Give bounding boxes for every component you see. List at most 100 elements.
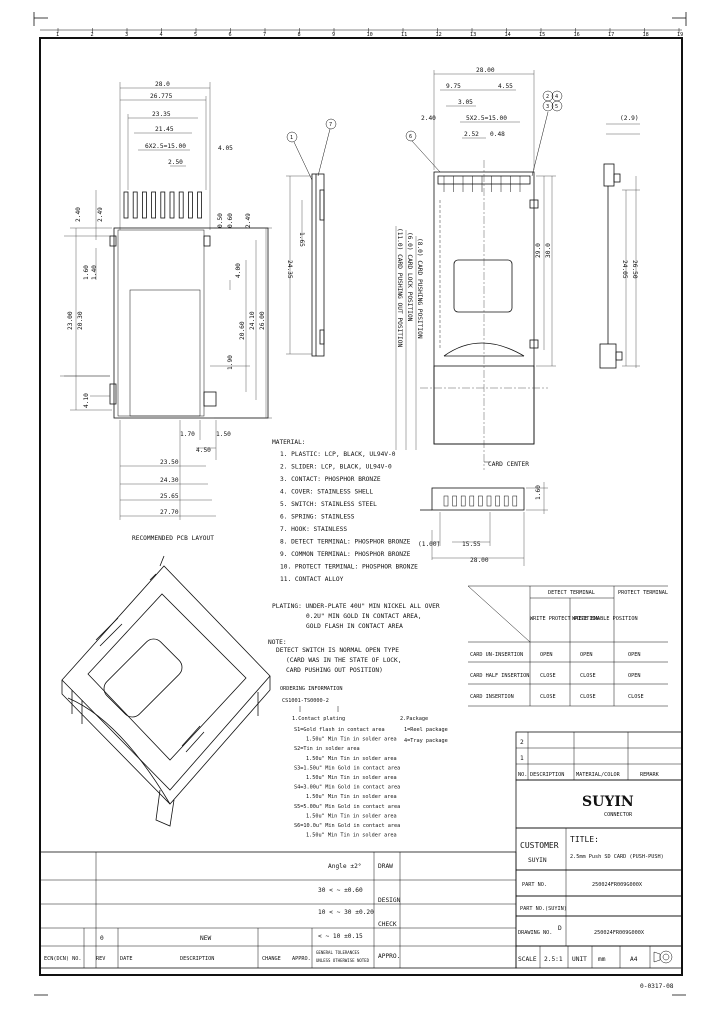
balloon-5: 5 <box>555 104 558 110</box>
pcb-right-2060: 20.60 <box>239 321 246 340</box>
table-cell: CLOSE <box>540 694 556 700</box>
ecn-rev: REV <box>96 956 105 962</box>
top-dim-305: 3.05 <box>458 99 473 106</box>
material-notes: MATERIAL: 1. PLASTIC: LCP, BLACK, UL94V-… <box>268 439 448 839</box>
balloon-1: 1 <box>290 135 293 141</box>
right-dim-2650: 26.50 <box>631 260 638 279</box>
ruler-number: 8 <box>298 32 301 38</box>
pcb-left-249: 2.49 <box>97 207 104 222</box>
material-item: 6. SPRING: STAINLESS <box>280 514 355 521</box>
ruler-number: 3 <box>125 32 128 38</box>
side-dim-165: 1.65 <box>298 232 305 247</box>
ruler-number: 1 <box>56 32 59 38</box>
rev-number-2: 2 <box>520 739 524 746</box>
plating-line-1: PLATING: UNDER-PLATE 40U" MIN NICKEL ALL… <box>272 603 440 610</box>
pcb-dim-405: 4.05 <box>218 145 233 152</box>
ruler-number: 5 <box>194 32 197 38</box>
table-row-label: CARD UN-INSERTION <box>470 652 523 658</box>
material-item: 11. CONTACT ALLOY <box>280 576 344 583</box>
material-item: 3. CONTACT: PHOSPHOR BRONZE <box>280 476 381 483</box>
ruler-number: 18 <box>643 32 649 38</box>
material-item: 7. HOOK: STAINLESS <box>280 526 347 533</box>
pcb-right-2410: 24.10 <box>249 311 256 330</box>
contact-plating-line: S4=3.00u" Min Gold in contact area <box>294 785 400 791</box>
drawing-no-frac: D <box>558 925 562 932</box>
front-dim-160: 1.60 <box>535 485 542 500</box>
pcb-layout-title: RECOMMENDED PCB LAYOUT <box>132 535 214 542</box>
note-line-3: CARD PUSHING OUT POSITION) <box>286 667 383 674</box>
pcb-pad-row <box>123 191 203 219</box>
ruler-number: 19 <box>677 32 683 38</box>
drawing-no-value: 250024FR009G000X <box>594 930 645 936</box>
table-cell: OPEN <box>628 673 641 679</box>
pcb-left-160: 1.60 <box>83 265 90 280</box>
ordering-title: ORDERING INFORMATION <box>280 686 342 692</box>
top-dim-048: 0.48 <box>490 131 505 138</box>
footer-code: 0-0317-08 <box>640 983 674 990</box>
table-sub-write-enable: WRITE ENABLE POSITION <box>572 616 638 622</box>
ordering-code: CS1001-TS0000-2 <box>282 698 329 704</box>
balloon-2: 2 <box>546 94 549 100</box>
company-logo: SUYIN <box>582 794 634 810</box>
rev-header-material: MATERIAL/COLOR <box>576 772 621 778</box>
rev-row-desc: NEW <box>200 935 211 942</box>
table-cell: CLOSE <box>628 694 644 700</box>
customer-label: CUSTOMER <box>520 841 559 850</box>
right-dim-29: (2.9) <box>620 115 639 122</box>
ruler-number: 17 <box>608 32 614 38</box>
balloon-6: 6 <box>409 134 412 140</box>
pcb-right-249: 2.49 <box>245 213 252 228</box>
pcb-dim-2335: 23.35 <box>152 111 171 118</box>
top-dim-240: 2.40 <box>421 115 436 122</box>
top-dim-290: 29.0 <box>535 243 542 258</box>
ruler-number: 12 <box>436 32 442 38</box>
material-title: MATERIAL: <box>272 439 306 446</box>
pcb-dim-250: 2.50 <box>168 159 183 166</box>
pcb-bottom-170: 1.70 <box>180 431 195 438</box>
pcb-dim-26775: 26.775 <box>150 93 173 100</box>
pcb-right-050: 0.50 <box>217 213 224 228</box>
contact-plating-line: S2=Tin in solder area <box>294 746 360 752</box>
tolerance-2: 10 < ~ 30 ±0.20 <box>318 909 374 916</box>
ruler-number: 2 <box>91 32 94 38</box>
table-header-protect: PROTECT TERMINAL <box>618 590 668 596</box>
material-item: 10. PROTECT TERMINAL: PHOSPHOR BRONZE <box>280 564 418 571</box>
pcb-bottom-2770: 27.70 <box>160 509 179 516</box>
table-cell: CLOSE <box>540 673 556 679</box>
front-dim-1555: 15.55 <box>462 541 481 548</box>
front-view: 1.60 (1.00) 15.55 28.00 <box>418 482 548 566</box>
contact-plating-line: 1.50u" Min Tin in solder area <box>306 794 397 800</box>
ecn-date: DATE <box>120 956 133 962</box>
position-pushing: (8.0) CARD PUSHING POSITION <box>416 238 423 339</box>
part-no-value: 250024FR009G000X <box>592 882 643 888</box>
ecn-change: CHANGE <box>262 956 281 962</box>
ecn-appro: APPRO. <box>292 956 311 962</box>
ruler-number: 6 <box>229 32 232 38</box>
balloon-3: 3 <box>546 104 549 110</box>
table-cell: CLOSE <box>580 673 596 679</box>
position-pushing-out: (11.0) CARD PUSHING OUT POSITION <box>396 228 403 347</box>
note-line-2: (CARD WAS IN THE STATE OF LOCK, <box>286 657 401 664</box>
ruler-number: 11 <box>401 32 407 38</box>
position-lock: (6.0) CARD LOCK POSITION <box>406 232 413 322</box>
top-dim-2800: 28.00 <box>476 67 495 74</box>
ruler-number: 14 <box>505 32 511 38</box>
front-pin-row <box>443 495 518 507</box>
size-value: A4 <box>630 956 638 963</box>
drawing-no-label: DRAWING NO. <box>518 930 552 936</box>
pcb-bottom-150: 1.50 <box>216 431 231 438</box>
rev-header-remark: REMARK <box>640 772 660 778</box>
contact-plating-line: 1.50u" Min Tin in solder area <box>306 775 397 781</box>
general-note-2: UNLESS OTHERWISE NOTED <box>316 958 370 963</box>
right-side-view: (2.9) 24.05 26.50 <box>599 115 640 369</box>
balloon-4: 4 <box>555 94 558 100</box>
pcb-left-240: 2.40 <box>75 207 82 222</box>
pcb-right-060: 0.60 <box>227 213 234 228</box>
pcb-left-2030: 20.30 <box>77 311 84 330</box>
ecn-label: ECN(DCN) NO. <box>44 956 81 962</box>
front-dim-2800: 28.00 <box>470 557 489 564</box>
plating-line-3: GOLD FLASH IN CONTACT AREA <box>306 623 403 630</box>
ruler-number: 9 <box>332 32 335 38</box>
pcb-left-2300: 23.00 <box>67 311 74 330</box>
side-dim-2435: 24.35 <box>286 260 293 279</box>
